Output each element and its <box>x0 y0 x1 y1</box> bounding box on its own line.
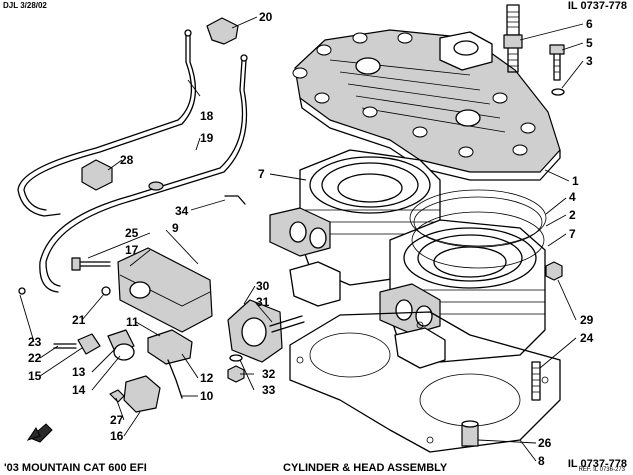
front-direction-arrow-icon <box>26 423 53 443</box>
callout-31: 31 <box>256 295 270 309</box>
callout-3: 3 <box>586 54 593 68</box>
callout-28: 28 <box>120 153 134 167</box>
callout-25: 25 <box>125 226 139 240</box>
callout-4: 4 <box>569 190 576 204</box>
leader-lines <box>19 16 584 462</box>
flange-washer <box>229 354 243 362</box>
callout-17: 17 <box>125 243 139 257</box>
callout-30: 30 <box>256 279 270 293</box>
oil-pump-cable <box>39 54 248 293</box>
callout-34: 34 <box>175 204 189 218</box>
callout-26: 26 <box>538 436 552 450</box>
exhaust-port-rear <box>394 327 446 369</box>
callout-27: 27 <box>110 413 124 427</box>
callout-32: 32 <box>262 367 276 381</box>
exhaust-valve-housing <box>71 247 213 333</box>
elbow-fitting <box>224 195 246 205</box>
callout-11: 11 <box>126 315 139 329</box>
callout-10: 10 <box>200 389 214 403</box>
callout-23: 23 <box>28 335 42 349</box>
model-title: '03 MOUNTAIN CAT 600 EFI <box>4 462 147 474</box>
callout-8: 8 <box>538 454 545 468</box>
o-ring-lower <box>411 211 545 269</box>
callout-29: 29 <box>580 313 594 327</box>
illustration-ref-bottom: IL 0737-778 <box>567 458 627 470</box>
callout-2: 2 <box>569 208 576 222</box>
callout-7-upper: 7 <box>258 167 265 181</box>
callout-18: 18 <box>200 109 214 123</box>
illustration-ref-top: IL 0737-778 <box>567 0 627 12</box>
callout-12: 12 <box>200 371 214 385</box>
callout-5: 5 <box>586 36 593 50</box>
assembly-title: CYLINDER & HEAD ASSEMBLY <box>283 462 448 474</box>
exhaust-stud <box>269 315 305 333</box>
callout-13: 13 <box>72 365 86 379</box>
callout-33: 33 <box>262 383 276 397</box>
callout-9: 9 <box>172 221 179 235</box>
callout-16: 16 <box>110 429 124 443</box>
callout-20: 20 <box>259 10 273 24</box>
cylinder-stud <box>531 361 541 401</box>
callout-19: 19 <box>200 131 214 145</box>
callout-15: 15 <box>28 369 42 383</box>
o-ring-upper-inner <box>413 196 543 248</box>
callout-24: 24 <box>580 331 594 345</box>
flange-nut <box>227 365 245 383</box>
callout-14: 14 <box>72 383 86 397</box>
callout-6: 6 <box>586 17 593 31</box>
head-bolt <box>549 44 565 81</box>
callout-numbers: 20 6 5 3 18 19 28 7 1 34 4 2 25 17 9 7 2… <box>28 10 594 468</box>
washer <box>551 88 565 96</box>
retaining-clip <box>206 17 239 45</box>
illustration-ref-sub: REF. IL 0736-273 <box>578 467 625 473</box>
drawing-date: DJL 3/28/02 <box>3 1 47 10</box>
throttle-cable <box>17 29 196 217</box>
callout-1: 1 <box>572 174 579 188</box>
callout-7-lower: 7 <box>569 227 576 241</box>
exhaust-port-front <box>289 261 341 307</box>
callout-21: 21 <box>72 313 86 327</box>
callout-22: 22 <box>28 351 42 365</box>
o-ring-upper <box>409 189 547 247</box>
spark-plug <box>503 4 523 73</box>
valve-linkage <box>18 286 193 413</box>
cable-clamp <box>81 159 113 191</box>
cylinder-nut <box>545 261 563 281</box>
